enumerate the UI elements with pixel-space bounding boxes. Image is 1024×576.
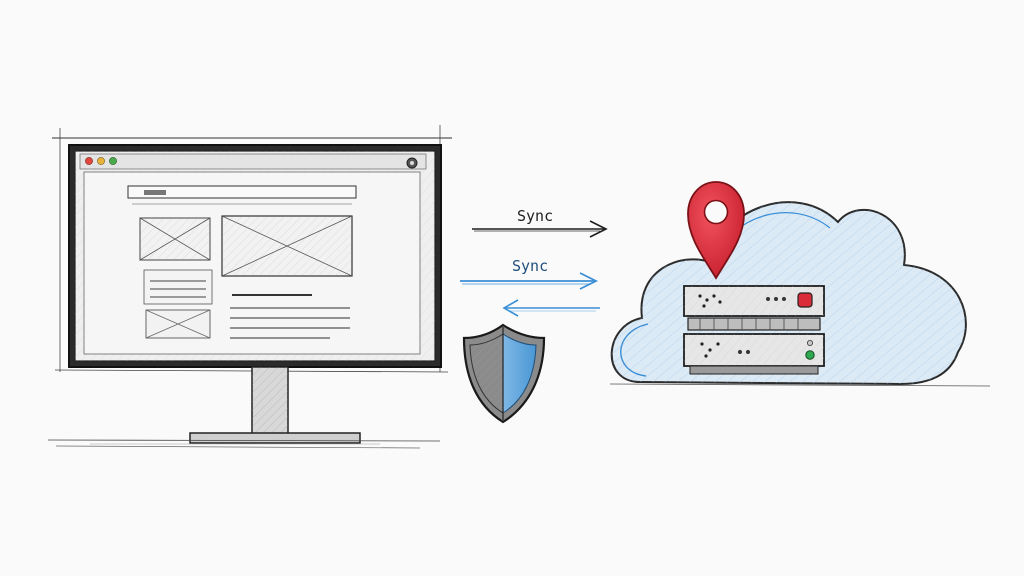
monitor-base [189,432,361,444]
sync-arrow-return [502,299,600,317]
thumbnail-placeholder [145,309,211,339]
hero-image-placeholder [221,215,353,277]
address-bar [127,185,357,199]
server-status-light-green [805,350,815,360]
text-placeholder [230,294,350,339]
window-close-dot [85,157,93,165]
shield-icon [462,323,546,424]
sync-arrow-top [472,220,608,238]
sync-arrow-middle [460,272,599,290]
location-pin-icon [687,181,745,280]
server-icon [683,285,825,375]
image-placeholder [139,217,211,261]
window-maximize-dot [109,157,117,165]
window-minimize-dot [97,157,105,165]
list-placeholder [143,269,213,305]
server-status-light-red [797,292,813,308]
sync-label-top: Sync [517,207,553,225]
monitor-icon [47,125,452,449]
sync-label-bottom: Sync [512,257,548,275]
